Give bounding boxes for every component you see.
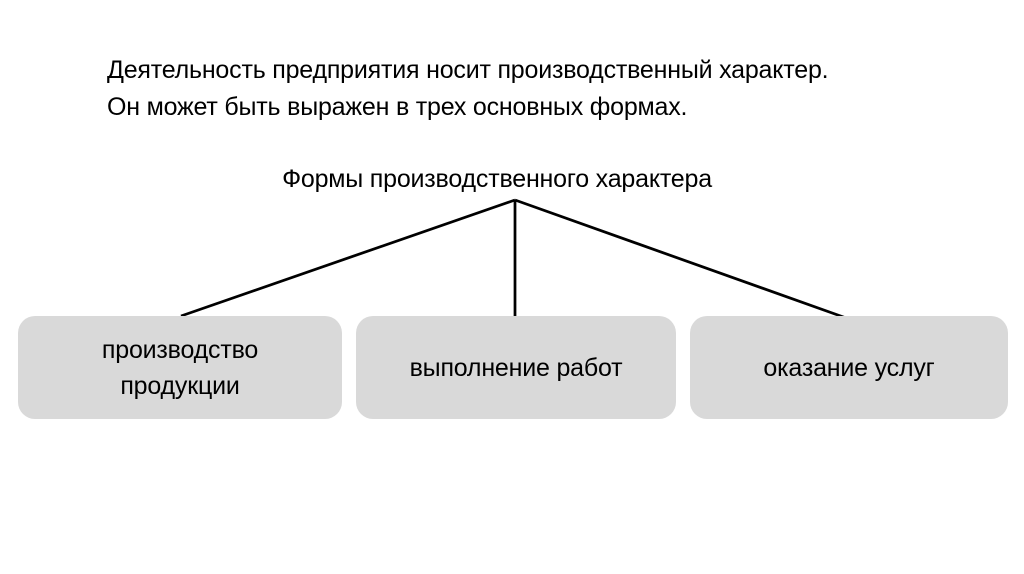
- connector-left: [180, 198, 516, 318]
- intro-text: Деятельность предприятия носит производс…: [107, 52, 829, 126]
- node-box-work-execution: выполнение работ: [356, 316, 676, 419]
- intro-line-1: Деятельность предприятия носит производс…: [107, 56, 829, 84]
- node-box-production: производство продукции: [18, 316, 342, 419]
- diagram-title: Формы производственного характера: [282, 165, 712, 193]
- intro-line-2: Он может быть выражен в трех основных фо…: [107, 93, 688, 121]
- connector-right: [514, 198, 850, 321]
- node-box-services: оказание услуг: [690, 316, 1008, 419]
